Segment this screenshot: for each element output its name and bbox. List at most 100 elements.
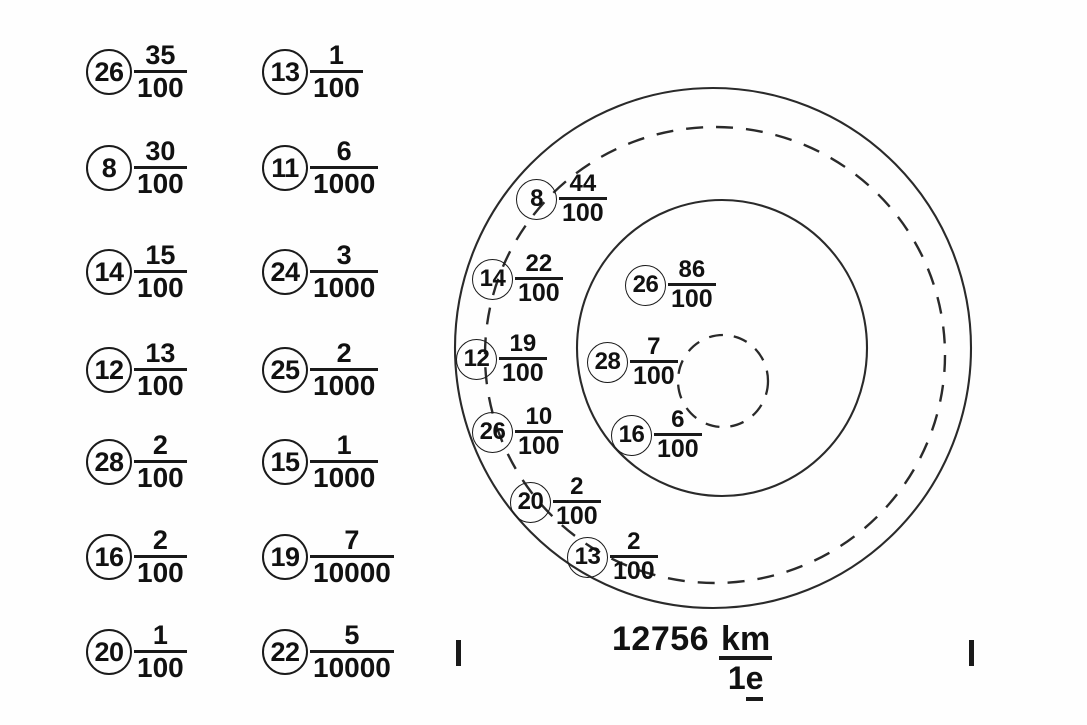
fraction-numerator: 13 [145,338,176,368]
fraction-denominator: 1000 [313,462,376,494]
index-badge: 12 [456,338,497,380]
fraction-denominator: 10000 [313,557,391,589]
fraction: 7 10000 [310,527,394,587]
fraction: 10 100 [515,405,563,459]
fraction-numerator: 1 [328,40,344,70]
fraction-denominator: 1000 [313,272,376,304]
fraction: 2 1000 [310,338,379,400]
caption-unit-denominator: 1e [727,660,764,701]
fraction-numerator: 2 [336,338,352,368]
ring-label: 28 7 100 [587,335,678,389]
fraction-bar [310,70,363,74]
list-item: 22 5 10000 [262,622,394,682]
fraction-denominator: 100 [137,652,184,684]
fraction-bar [499,357,547,360]
index-badge: 13 [262,49,308,96]
fraction: 44 100 [559,172,607,226]
list-item: 25 2 1000 [262,338,379,400]
fraction: 1 100 [310,42,363,102]
fraction-numerator: 1 [152,620,168,650]
fraction-numerator: 2 [152,525,168,555]
index-badge: 26 [472,411,513,453]
fraction: 22 100 [515,252,563,306]
ring-label: 8 44 100 [516,172,607,226]
index-badge: 12 [86,347,132,394]
fraction-numerator: 1 [336,430,352,460]
fraction-bar [134,166,187,170]
fraction-bar [310,460,379,464]
list-item: 15 1 1000 [262,430,379,494]
fraction-numerator: 7 [647,333,661,360]
list-item: 11 6 1000 [262,136,379,198]
concentric-circle-diagram: 8 44 100 14 22 100 12 19 100 26 [430,0,1087,725]
index-badge: 20 [86,629,132,676]
fraction-denominator: 100 [502,359,544,387]
caption-unit-bar [719,656,773,660]
index-badge: 8 [516,178,557,220]
caption-unit-denominator-prefix: 1 [727,660,746,696]
index-badge: 19 [262,534,308,581]
fraction: 13 100 [134,340,187,400]
list-item: 26 35 100 [86,42,187,102]
core-dashed-circle [676,333,770,429]
outer-circle [453,86,973,610]
fraction-numerator: 44 [569,170,597,197]
outer-dashed-circle [483,125,947,585]
index-badge: 25 [262,347,308,394]
fraction-denominator: 100 [613,557,655,585]
fraction-numerator: 3 [336,240,352,270]
fraction-bar [668,283,716,286]
fraction-denominator: 100 [137,370,184,402]
fraction-bar [515,430,563,433]
list-item: 20 1 100 [86,622,187,682]
index-badge: 22 [262,629,308,676]
list-item: 8 30 100 [86,138,187,198]
fraction-numerator: 6 [671,406,685,433]
list-item: 14 15 100 [86,242,187,302]
fraction: 3 1000 [310,240,379,304]
index-badge: 14 [86,249,132,296]
fraction-numerator: 86 [678,256,706,283]
fraction-bar [610,555,658,558]
fraction-denominator: 100 [137,462,184,494]
ring-label: 20 2 100 [510,475,601,529]
fraction-numerator: 30 [145,136,176,166]
index-badge: 11 [262,145,308,192]
index-badge: 8 [86,145,132,192]
ring-label: 16 6 100 [611,408,702,462]
index-badge: 28 [587,341,628,383]
fraction-denominator: 100 [633,362,675,390]
fraction-bar [654,433,702,436]
fraction-denominator: 100 [671,285,713,313]
index-badge: 24 [262,249,308,296]
list-item: 12 13 100 [86,340,187,400]
ring-label: 26 86 100 [625,258,716,312]
index-badge: 16 [86,534,132,581]
fraction-bar [134,460,187,464]
fraction-numerator: 22 [525,250,553,277]
fraction-denominator: 100 [137,168,184,200]
fraction-denominator: 100 [657,435,699,463]
fraction-bar [134,650,187,654]
list-item: 13 1 100 [262,42,363,102]
fraction: 2 100 [134,432,187,492]
fraction-numerator: 6 [336,136,352,166]
fraction: 86 100 [668,258,716,312]
fraction-numerator: 35 [145,40,176,70]
fraction: 35 100 [134,42,187,102]
fraction-numerator: 2 [570,473,584,500]
caption-value: 12756 [612,620,710,658]
fraction-bar [134,270,187,274]
fraction-denominator: 10000 [313,652,391,684]
caption-unit-denominator-underlined: e [745,660,764,701]
fraction-numerator: 2 [627,528,641,555]
list-item: 16 2 100 [86,527,187,587]
fraction-numerator: 7 [344,525,360,555]
fraction: 6 1000 [310,136,379,198]
caption-unit-fraction: km 1e [719,622,773,701]
fraction-bar [310,650,394,654]
fraction-bar [559,197,607,200]
fraction-bar [134,368,187,372]
fraction: 30 100 [134,138,187,198]
